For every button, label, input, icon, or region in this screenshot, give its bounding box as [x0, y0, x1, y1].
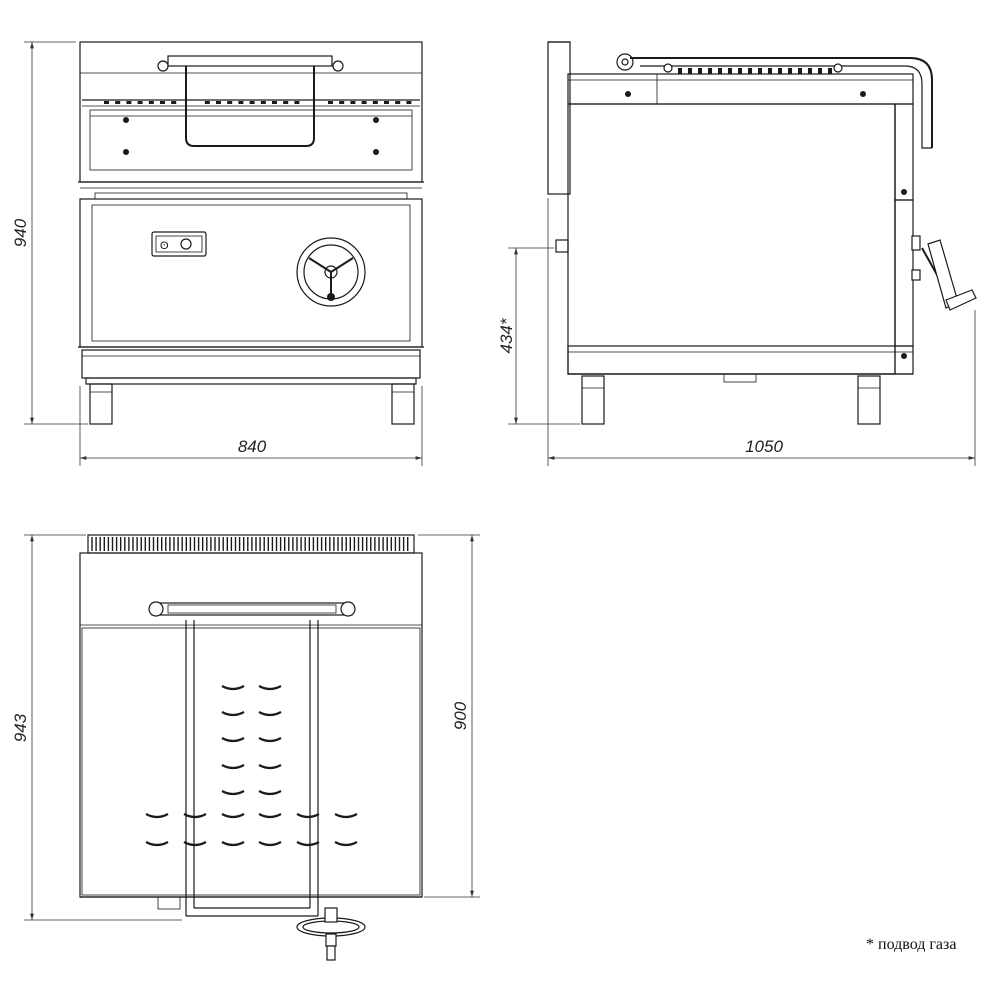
- vent-slot: [258, 841, 282, 847]
- vent-slot: [258, 737, 282, 743]
- teeth-mark: [818, 68, 822, 74]
- teeth-mark: [708, 68, 712, 74]
- gas-supply-footnote: * подвод газа: [866, 936, 957, 953]
- vent-slot: [148, 101, 154, 104]
- vent-slot: [115, 101, 121, 104]
- dim-top-overall: 943: [11, 713, 30, 742]
- dim-side-depth: 1050: [745, 437, 783, 456]
- vent-slot: [296, 841, 320, 847]
- vent-slot: [137, 101, 143, 104]
- vent-slot: [361, 101, 367, 104]
- side-view: 434* 1050: [497, 41, 977, 466]
- vent-slot: [145, 841, 169, 847]
- vent-slot: [258, 813, 282, 819]
- vent-slot: [216, 101, 221, 104]
- teeth-mark: [778, 68, 782, 74]
- vent-slot: [221, 764, 245, 770]
- dim-front-width: 840: [238, 437, 267, 456]
- vent-slot: [145, 813, 169, 819]
- teeth-mark: [698, 68, 702, 74]
- teeth-mark: [688, 68, 692, 74]
- dim-front-height: 940: [11, 218, 30, 247]
- top-handle-rails: [185, 620, 319, 917]
- lid-handle: [185, 64, 315, 147]
- top-view: 943 900: [11, 534, 480, 961]
- vent-slot: [258, 790, 282, 796]
- vent-slot: [350, 101, 356, 104]
- teeth-mark: [678, 68, 682, 74]
- svg-text:ʘ: ʘ: [160, 240, 169, 252]
- vent-slot: [221, 813, 245, 819]
- top-vent-slots: [145, 685, 358, 847]
- vent-slot: [221, 711, 245, 717]
- vent-slot: [372, 101, 378, 104]
- vent-slot: [334, 841, 358, 847]
- vent-slot: [395, 101, 401, 104]
- teeth-mark: [718, 68, 722, 74]
- vent-slot: [339, 101, 345, 104]
- front-view: ʘ 940 840: [11, 41, 424, 466]
- teeth-mark: [788, 68, 792, 74]
- vent-slot: [328, 101, 333, 104]
- dim-gas-inlet-height: 434*: [497, 317, 516, 353]
- vent-slot: [406, 101, 412, 104]
- vent-slot: [204, 101, 210, 104]
- vent-slot: [384, 101, 389, 104]
- dim-top-depth: 900: [451, 701, 470, 730]
- teeth-mark: [808, 68, 812, 74]
- vent-slot: [258, 764, 282, 770]
- teeth-mark: [768, 68, 772, 74]
- vent-slot: [183, 841, 207, 847]
- vent-slot: [294, 101, 300, 104]
- vent-slot: [221, 790, 245, 796]
- vent-slot: [296, 813, 320, 819]
- top-grille: [91, 537, 409, 551]
- teeth-mark: [758, 68, 762, 74]
- vent-slot: [227, 101, 233, 104]
- front-vent-slots: [104, 101, 412, 104]
- vent-slot: [283, 101, 289, 104]
- vent-slot: [258, 685, 282, 691]
- vent-slot: [221, 841, 245, 847]
- teeth-mark: [798, 68, 802, 74]
- top-handwheel-icon: [296, 907, 366, 961]
- teeth-mark: [828, 68, 832, 74]
- tilt-crank-icon: [911, 235, 977, 311]
- vent-slot: [160, 101, 165, 104]
- control-switch: ʘ: [151, 231, 207, 257]
- vent-slot: [249, 101, 255, 104]
- tilt-handwheel-icon: [296, 237, 366, 307]
- teeth-mark: [738, 68, 742, 74]
- vent-slot: [260, 101, 266, 104]
- vent-slot: [183, 813, 207, 819]
- vent-slot: [221, 685, 245, 691]
- teeth-mark: [748, 68, 752, 74]
- vent-slot: [272, 101, 277, 104]
- vent-slot: [221, 737, 245, 743]
- side-teeth: [678, 68, 832, 74]
- teeth-mark: [728, 68, 732, 74]
- vent-slot: [171, 101, 177, 104]
- vent-slot: [238, 101, 244, 104]
- vent-slot: [258, 711, 282, 717]
- vent-slot: [334, 813, 358, 819]
- vent-slot: [126, 101, 132, 104]
- vent-slot: [104, 101, 109, 104]
